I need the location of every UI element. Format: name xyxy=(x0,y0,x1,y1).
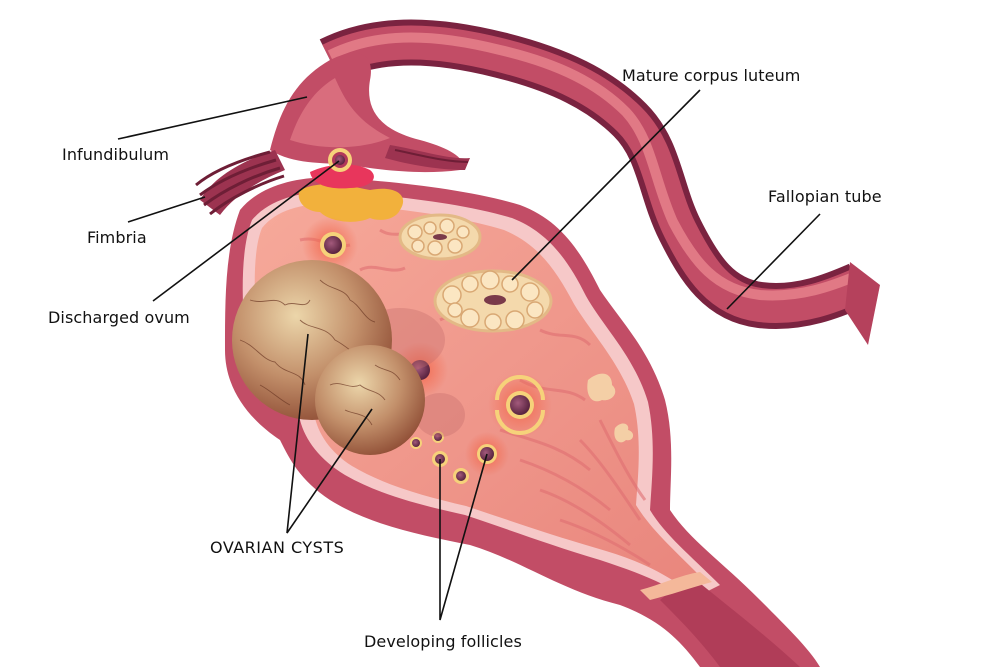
fallopian-tube xyxy=(319,19,880,345)
leader-fallopian-tube xyxy=(726,213,821,310)
fimbria xyxy=(195,145,470,216)
label-developing-follicles: Developing follicles xyxy=(364,632,522,651)
mature-corpus-luteum xyxy=(433,269,553,333)
infundibulum xyxy=(270,52,463,173)
label-fimbria: Fimbria xyxy=(87,228,147,247)
label-infundibulum: Infundibulum xyxy=(62,145,170,164)
leader-lines xyxy=(117,89,821,621)
leader-corpus-luteum xyxy=(511,89,701,281)
leader-ovarian-cysts xyxy=(286,333,373,534)
leader-discharged-ovum xyxy=(152,160,340,302)
corpus-luteum-small xyxy=(398,213,482,261)
leader-infundibulum xyxy=(117,96,308,140)
label-ovarian-cysts: OVARIAN CYSTS xyxy=(210,538,345,557)
ovarian-ligament xyxy=(640,572,800,667)
label-fallopian-tube: Fallopian tube xyxy=(768,187,882,206)
leader-fimbria xyxy=(127,196,206,223)
leader-developing-follicles xyxy=(439,453,488,621)
corpus-albicans xyxy=(587,373,634,443)
label-mature-corpus-luteum: Mature corpus luteum xyxy=(622,66,801,85)
ovarian-cyst-small xyxy=(315,345,465,455)
label-discharged-ovum: Discharged ovum xyxy=(48,308,190,327)
